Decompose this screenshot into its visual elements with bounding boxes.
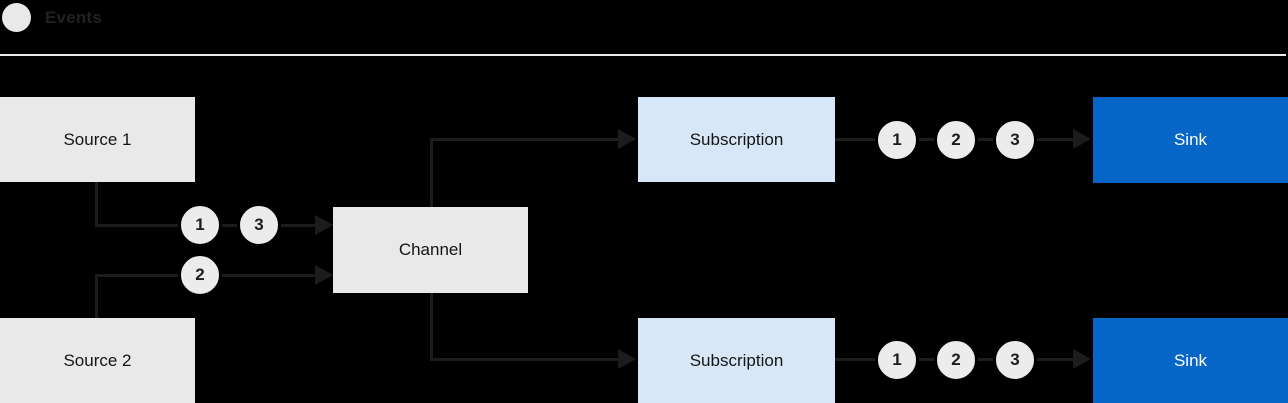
event-circle-1: 1 bbox=[875, 118, 919, 162]
event-circle-1: 1 bbox=[178, 203, 222, 247]
arrowhead-source2-to-channel bbox=[315, 265, 333, 285]
node-subscription-bottom: Subscription bbox=[638, 318, 835, 403]
event-circle-1: 1 bbox=[875, 338, 919, 382]
events-legend-circle-icon bbox=[2, 3, 31, 32]
node-sink-bottom: Sink bbox=[1093, 318, 1288, 403]
connector-channel-down-horizontal bbox=[430, 358, 620, 361]
event-circle-3: 3 bbox=[993, 118, 1037, 162]
legend-divider bbox=[0, 54, 1286, 56]
events-legend-label: Events bbox=[45, 8, 102, 27]
connector-channel-up-horizontal bbox=[430, 138, 620, 141]
node-subscription-top: Subscription bbox=[638, 97, 835, 182]
connector-channel-up-vertical bbox=[430, 139, 433, 207]
arrowhead-channel-to-subscription-bottom bbox=[618, 349, 636, 369]
connector-source1-vertical bbox=[95, 182, 98, 227]
node-source-2: Source 2 bbox=[0, 318, 195, 403]
node-sink-top: Sink bbox=[1093, 97, 1288, 183]
event-circle-2: 2 bbox=[178, 253, 222, 297]
event-circle-3: 3 bbox=[993, 338, 1037, 382]
connector-source2-vertical bbox=[95, 276, 98, 318]
event-circle-2: 2 bbox=[934, 118, 978, 162]
connector-channel-down-vertical bbox=[430, 293, 433, 359]
arrowhead-channel-to-subscription-top bbox=[618, 129, 636, 149]
event-circle-3: 3 bbox=[237, 203, 281, 247]
node-channel: Channel bbox=[333, 207, 528, 293]
node-source-1: Source 1 bbox=[0, 97, 195, 182]
arrowhead-subscription-bottom-to-sink bbox=[1073, 349, 1091, 369]
arrowhead-source1-to-channel bbox=[315, 215, 333, 235]
arrowhead-subscription-top-to-sink bbox=[1073, 129, 1091, 149]
event-circle-2: 2 bbox=[934, 338, 978, 382]
